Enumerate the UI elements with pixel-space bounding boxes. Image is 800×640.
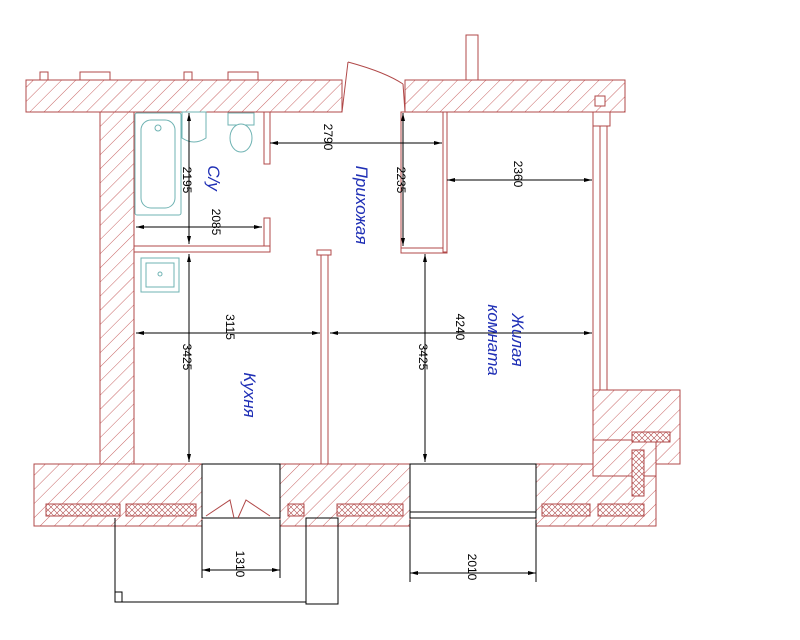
fixtures: [134, 111, 255, 293]
insulation-panel: [336, 503, 404, 517]
dimension-labels: 2790 2195 2235 2360 2085 3115 4240 3425 …: [180, 124, 525, 581]
dim-living-top-width: 2360: [511, 161, 525, 188]
hall-partition-side: [442, 111, 448, 253]
insulation-panel: [597, 503, 645, 517]
left-wall: [99, 111, 135, 465]
top-wall-right: [404, 79, 626, 113]
right-window-frame: [592, 111, 611, 390]
dim-living-width: 4240: [453, 314, 467, 341]
vent-stub: [39, 71, 49, 81]
wall-insulation: [45, 431, 671, 517]
dim-kitchen-height: 3425: [180, 344, 194, 371]
bathtub-inner: [140, 119, 176, 209]
room-label-kitchen: Кухня: [240, 372, 259, 417]
hall-partition: [400, 111, 446, 253]
vent-stubs: [39, 34, 606, 107]
entrance-door: [341, 61, 406, 113]
vent-stub: [465, 34, 479, 81]
kitchen-partition-cap: [316, 249, 332, 256]
dim-kitchen-window: 1310: [233, 551, 247, 578]
top-wall-left: [25, 79, 343, 113]
walls: [25, 79, 681, 527]
insulation-panel: [541, 503, 591, 517]
windows: [201, 463, 537, 519]
kitchen-partition: [320, 249, 329, 465]
room-label-bathroom: С/у: [204, 165, 223, 192]
room-labels: С/у Прихожая Кухня Жилая комната: [204, 165, 527, 417]
vent-stub: [227, 71, 259, 81]
dim-bath-width: 2085: [209, 209, 223, 236]
insulation-panel: [45, 503, 121, 517]
dimension-arrows: [136, 113, 592, 575]
room-label-living-1: Жилая: [508, 312, 527, 366]
insulation-panel: [287, 503, 305, 517]
insulation-panel: [631, 449, 645, 497]
vent-stub: [594, 95, 606, 107]
vent-stub: [79, 71, 111, 81]
dim-living-window: 2010: [465, 554, 479, 581]
dim-kitchen-width: 3115: [223, 314, 237, 340]
living-window-opening: [409, 463, 537, 519]
room-label-living-2: комната: [484, 304, 503, 375]
room-label-hallway: Прихожая: [352, 166, 371, 245]
bottom-wall-2: [279, 463, 411, 527]
bottom-wall-1: [33, 463, 203, 527]
toilet-bowl: [229, 123, 253, 153]
insulation-panel: [631, 431, 671, 443]
dim-bath-height: 2195: [180, 167, 194, 194]
toilet-tank: [227, 112, 255, 126]
dim-living-height: 3425: [416, 344, 430, 371]
bath-partition-lower-h: [133, 245, 271, 253]
dim-hall-height: 2235: [394, 167, 408, 194]
balcony-door: [205, 499, 271, 519]
partitions: [133, 111, 448, 465]
vent-stub: [183, 71, 193, 81]
right-wall-step: [592, 439, 657, 477]
dim-hall-width: 2790: [321, 124, 335, 151]
dimension-lines: [136, 113, 592, 582]
hall-partition-return: [400, 247, 448, 254]
balcony: [114, 517, 339, 605]
insulation-panel: [125, 503, 197, 517]
bath-sink: [181, 111, 207, 143]
bath-partition-upper: [263, 111, 271, 165]
kitchen-window-opening: [201, 463, 281, 519]
